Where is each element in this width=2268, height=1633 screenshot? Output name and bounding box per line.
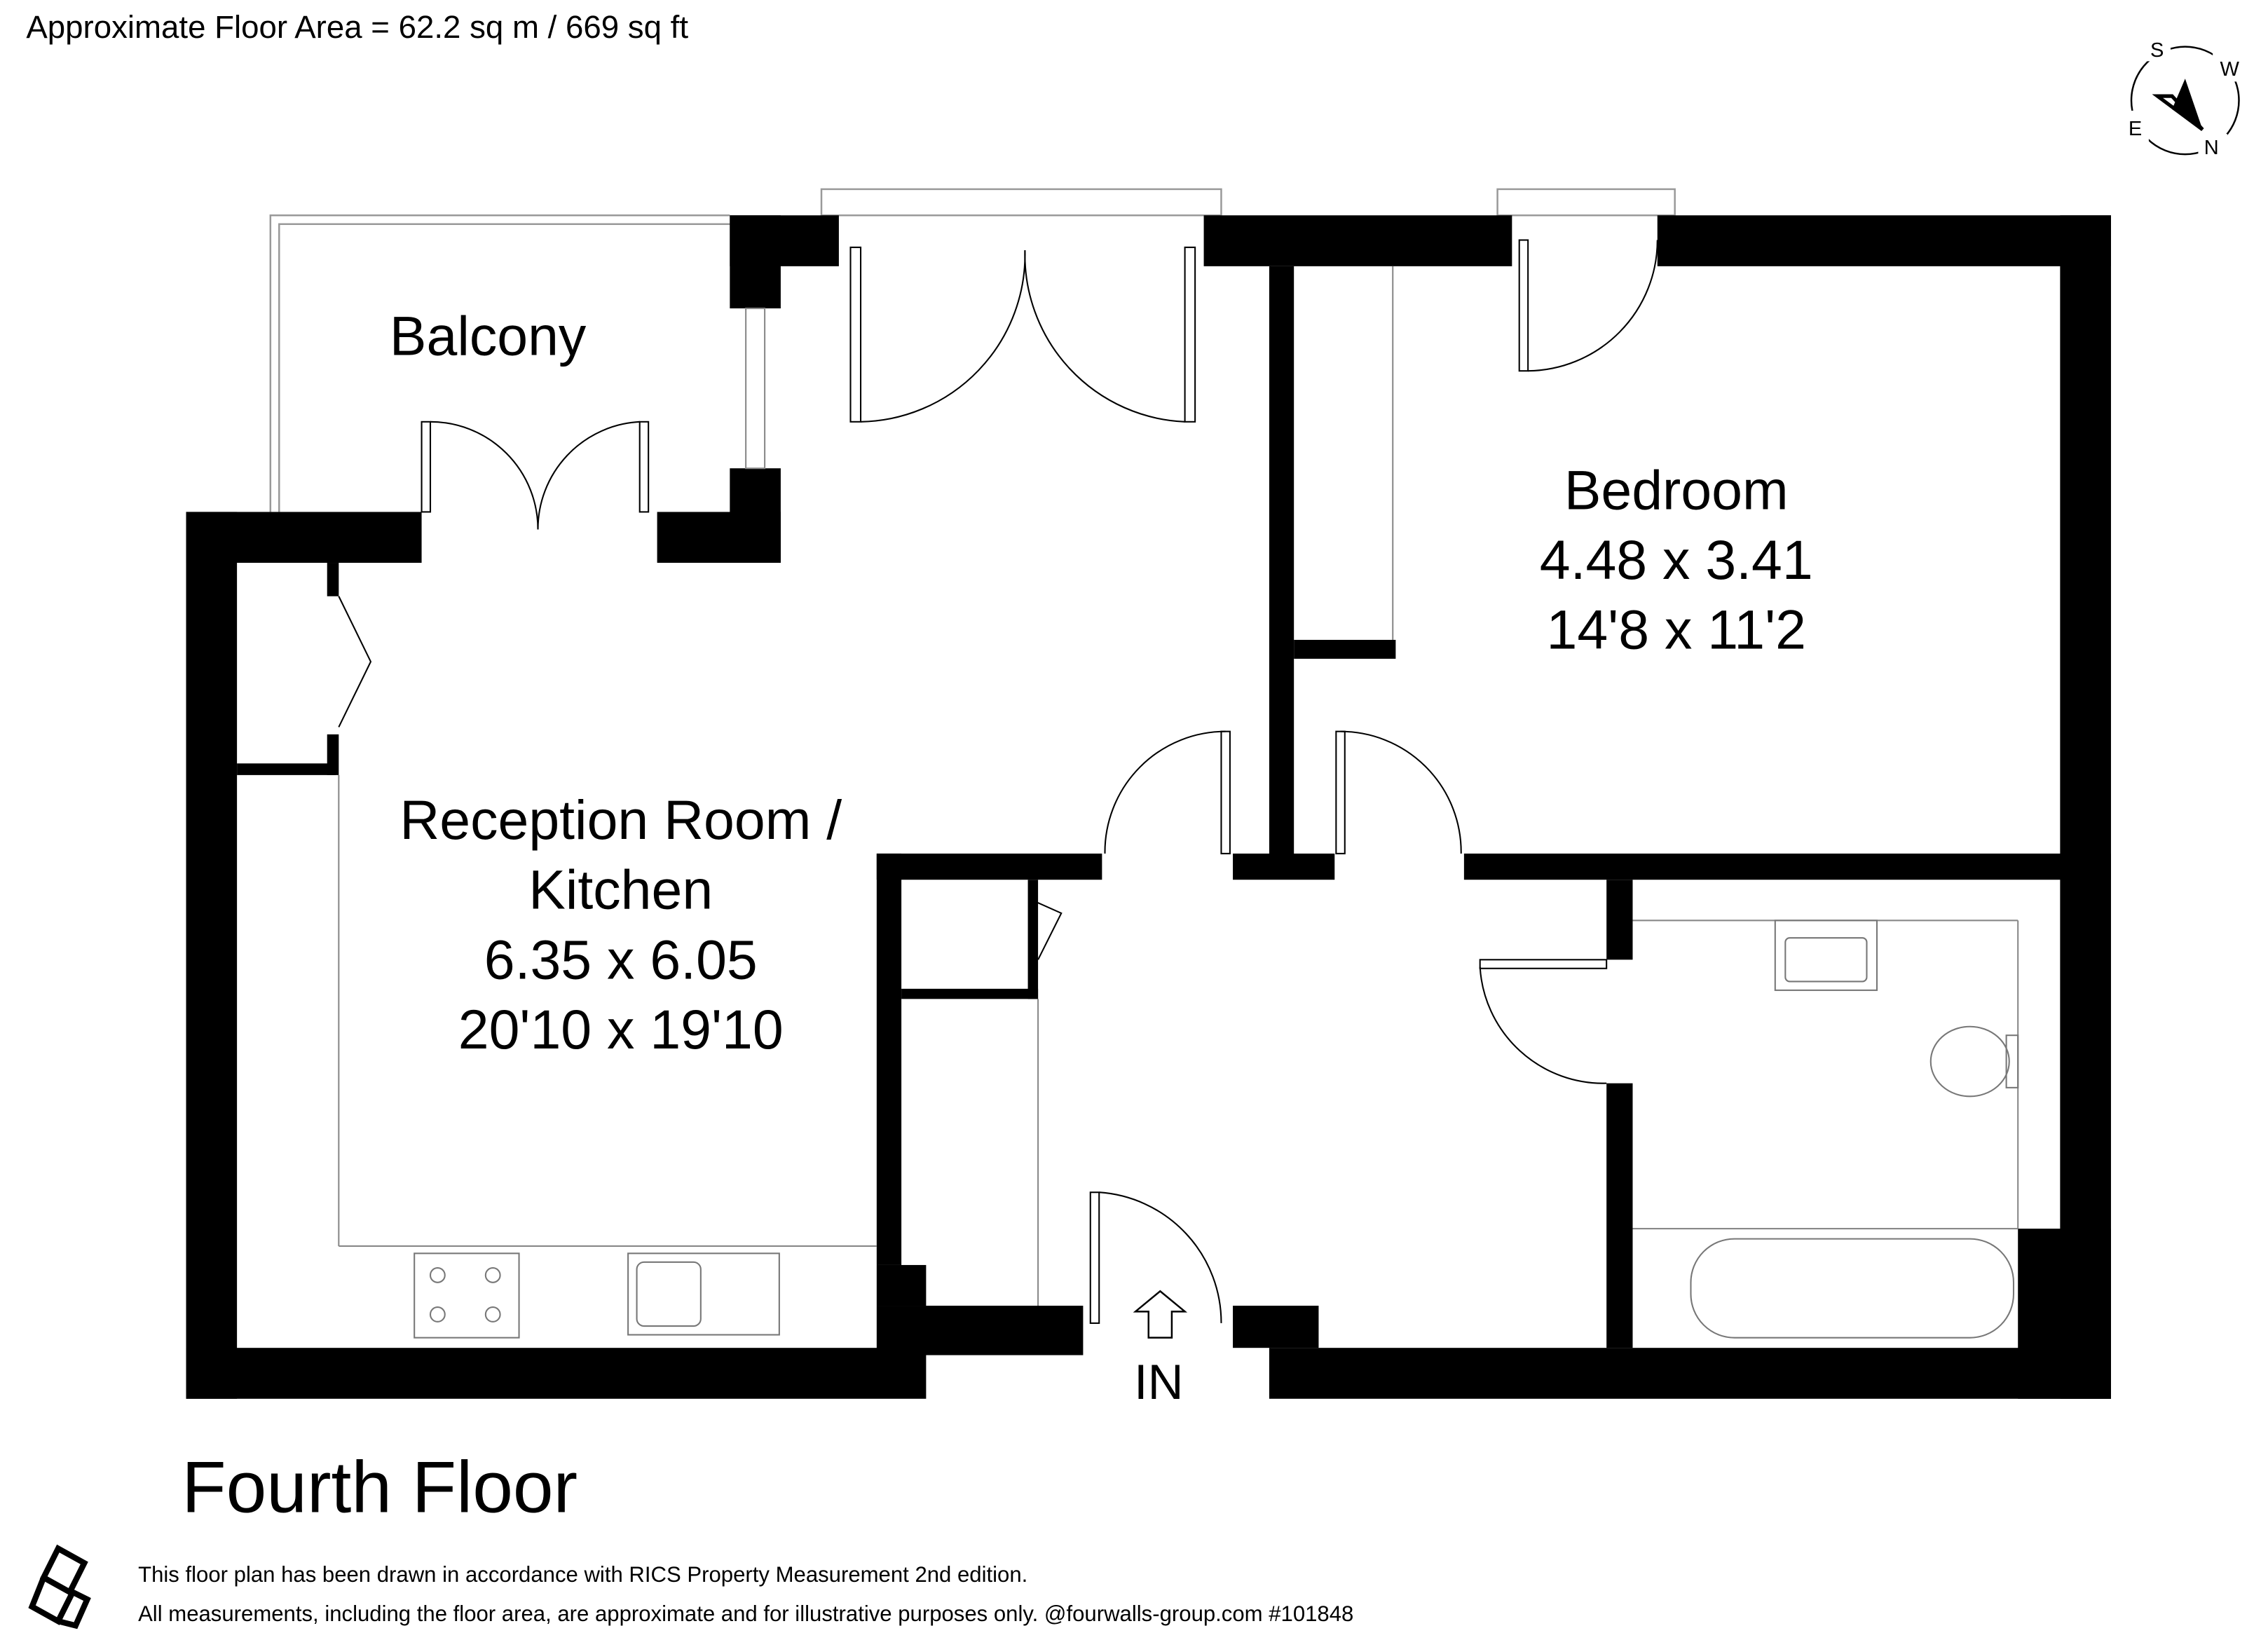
balcony-outline xyxy=(269,188,1676,512)
fixtures xyxy=(414,920,2019,1339)
floor-area-text: Approximate Floor Area = 62.2 sq m / 669… xyxy=(26,9,688,45)
walls xyxy=(186,215,2111,1399)
hob xyxy=(414,1252,520,1339)
compass-icon: S W E N xyxy=(2119,32,2242,166)
svg-text:W: W xyxy=(2220,58,2240,81)
bedroom-imperial: 14'8 x 11'2 xyxy=(1547,599,1806,660)
entrance-label: IN xyxy=(1134,1354,1184,1409)
footer-disclaimer: All measurements, including the floor ar… xyxy=(138,1601,1353,1626)
fourwalls-logo-icon xyxy=(28,1544,91,1629)
svg-text:N: N xyxy=(2204,137,2219,159)
bedroom-metric: 4.48 x 3.41 xyxy=(1540,529,1813,591)
reception-imperial: 20'10 x 19'10 xyxy=(458,999,784,1060)
basin xyxy=(1774,920,1878,991)
bedroom-name: Bedroom xyxy=(1564,459,1789,521)
sink xyxy=(627,1252,780,1336)
doors xyxy=(338,239,1658,1324)
reception-metric: 6.35 x 6.05 xyxy=(484,929,758,990)
reception-name-line1: Reception Room / xyxy=(399,789,842,851)
reception-name-line2: Kitchen xyxy=(528,859,713,921)
floor-title: Fourth Floor xyxy=(182,1447,578,1528)
entry-arrow-icon xyxy=(1133,1290,1188,1339)
svg-text:S: S xyxy=(2150,39,2164,62)
balcony-label: Balcony xyxy=(390,305,587,367)
toilet xyxy=(1929,1025,2010,1098)
bath xyxy=(1690,1238,2015,1339)
svg-text:E: E xyxy=(2129,118,2142,140)
footer-rics-note: This floor plan has been drawn in accord… xyxy=(138,1562,1027,1587)
window xyxy=(745,307,766,470)
